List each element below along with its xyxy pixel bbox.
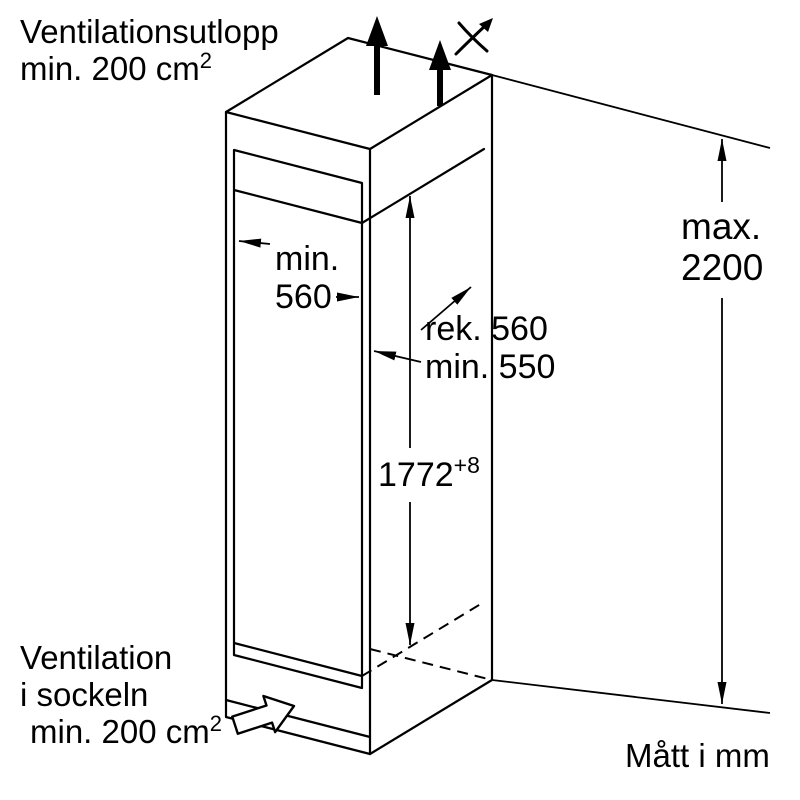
label-ventilation-outlet: Ventilationsutlopp min. 200 cm2 (20, 13, 279, 88)
cabinet-right-edges (368, 73, 494, 756)
up-arrow-icon (429, 40, 451, 106)
niche-depth-line1: rek. 560 (425, 310, 548, 348)
width-arrow-left (238, 238, 271, 248)
ventilation-flow-arrows (366, 16, 493, 106)
extension-line-bottom (491, 679, 771, 714)
max-height-line2: 2200 (681, 247, 764, 289)
dimension-niche-depth (373, 286, 472, 363)
niche-width-line2: 560 (275, 278, 332, 317)
extension-line-top (491, 74, 771, 149)
label-niche-height: 1772+8 (378, 452, 480, 494)
ventilation-outlet-line2-text: min. 200 cm (20, 49, 200, 87)
cabinet-bottom-back-hidden-edge (369, 648, 493, 681)
label-ventilation-plinth: Ventilation i sockeln min. 200 cm2 (20, 639, 222, 751)
ventilation-outlet-line1: Ventilationsutlopp (20, 13, 279, 50)
ventilation-plinth-line2: i sockeln (20, 675, 149, 713)
ventilation-outlet-superscript: 2 (199, 47, 212, 73)
up-arrow-icon (366, 16, 388, 95)
label-niche-depth: rek. 560 min. 550 (425, 310, 555, 386)
niche-width-line1: min. (275, 240, 340, 278)
depth-arrow-back (420, 286, 472, 331)
ventilation-plinth-superscript: 2 (209, 710, 222, 736)
label-units-note: Mått i mm (625, 737, 770, 774)
plinth-vent-arrow-icon (231, 694, 296, 735)
label-niche-width: min. 560 (275, 240, 339, 316)
cabinet-outline (224, 36, 494, 756)
hidden-edges (361, 601, 493, 681)
cabinet-front-edges (224, 110, 372, 756)
niche-depth-line2: min. 550 (425, 348, 556, 387)
niche-height-value: 1772 (378, 456, 454, 494)
dimension-max-height (491, 74, 771, 714)
dimension-niche-width (238, 238, 359, 302)
niche-front-frame (224, 148, 372, 739)
ventilation-outlet-line2: min. 200 cm2 (20, 47, 279, 88)
depth-arrow-front (373, 350, 422, 363)
label-max-height: max. 2200 (681, 206, 763, 289)
airflow-fan-icon (454, 18, 493, 56)
niche-floor-hidden-edge (361, 601, 485, 677)
niche-ceiling-edge (360, 147, 486, 225)
ventilation-plinth-line3-text: min. 200 cm (30, 712, 210, 750)
ventilation-plinth-line1: Ventilation (20, 639, 173, 676)
max-height-line1: max. (681, 206, 762, 247)
ventilation-plinth-line3: min. 200 cm2 (20, 710, 222, 751)
niche-height-tolerance: +8 (453, 452, 480, 478)
